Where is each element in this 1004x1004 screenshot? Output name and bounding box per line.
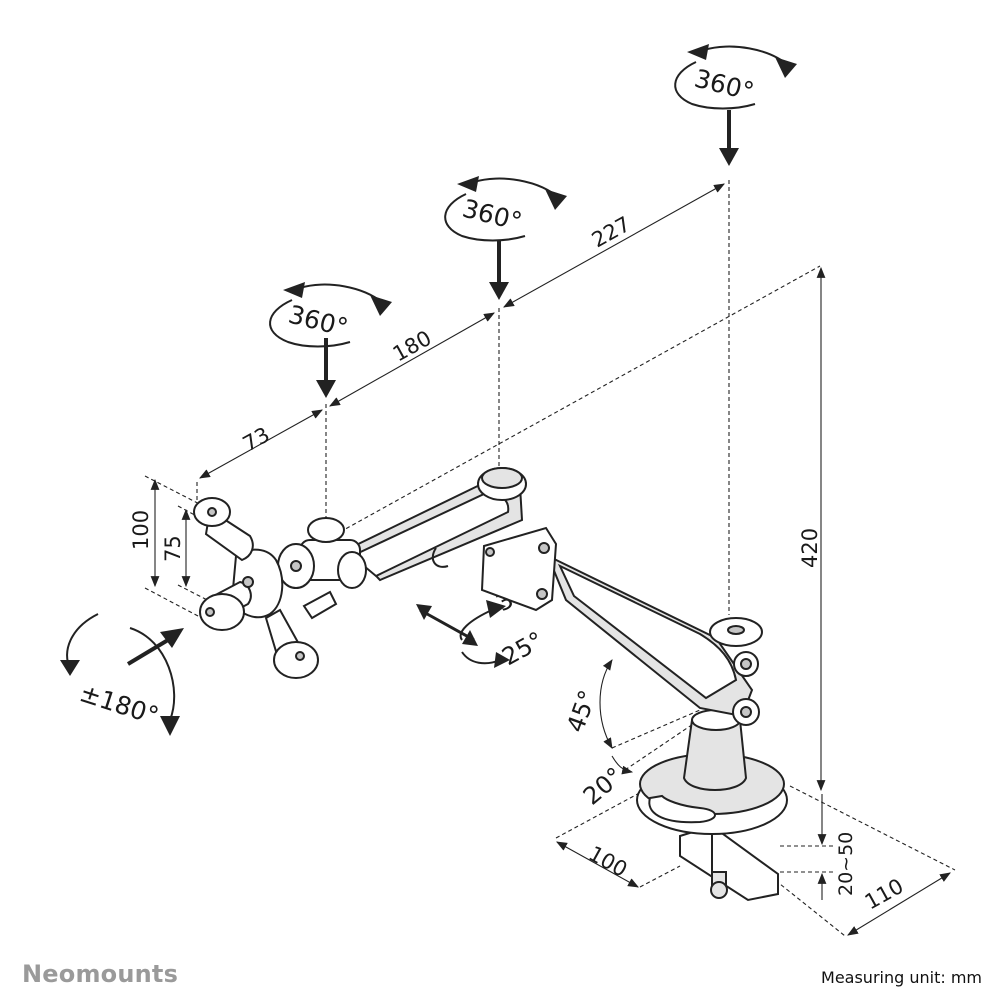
angle-tilt-down: 25° — [497, 626, 548, 671]
dim-base-110: 110 — [861, 874, 908, 914]
brand-logo: Neomounts — [22, 960, 179, 988]
tilt-arrow-icon — [416, 600, 510, 668]
angle-lift-up: 45° — [561, 686, 602, 736]
dim-180: 180 — [389, 326, 436, 366]
dim-base-100: 100 — [585, 841, 632, 881]
dim-227: 227 — [588, 212, 635, 252]
dim-73: 73 — [239, 422, 274, 456]
down-arrow-icon — [719, 110, 739, 166]
roll-rotate-arrow-icon — [60, 613, 184, 736]
dim-desk-thickness: 20~50 — [835, 832, 857, 896]
monitor-arm-product — [193, 467, 788, 902]
rotation-label-1: 360° — [286, 300, 351, 343]
dim-420: 420 — [798, 528, 822, 568]
rotate-arrow-icon — [269, 282, 392, 348]
dim-plate-75: 75 — [161, 535, 185, 562]
rotation-label-roll: ±180° — [76, 678, 162, 731]
rotation-label-2: 360° — [460, 194, 525, 237]
rotate-arrow-icon — [444, 176, 567, 242]
rotate-arrow-icon — [674, 44, 797, 110]
rotation-label-3: 360° — [692, 64, 757, 107]
down-arrow-icon — [489, 240, 509, 300]
measuring-unit-note: Measuring unit: mm — [821, 968, 982, 987]
dim-plate-100: 100 — [129, 510, 153, 550]
dimension-lines — [144, 180, 956, 937]
down-arrow-icon — [316, 338, 336, 398]
